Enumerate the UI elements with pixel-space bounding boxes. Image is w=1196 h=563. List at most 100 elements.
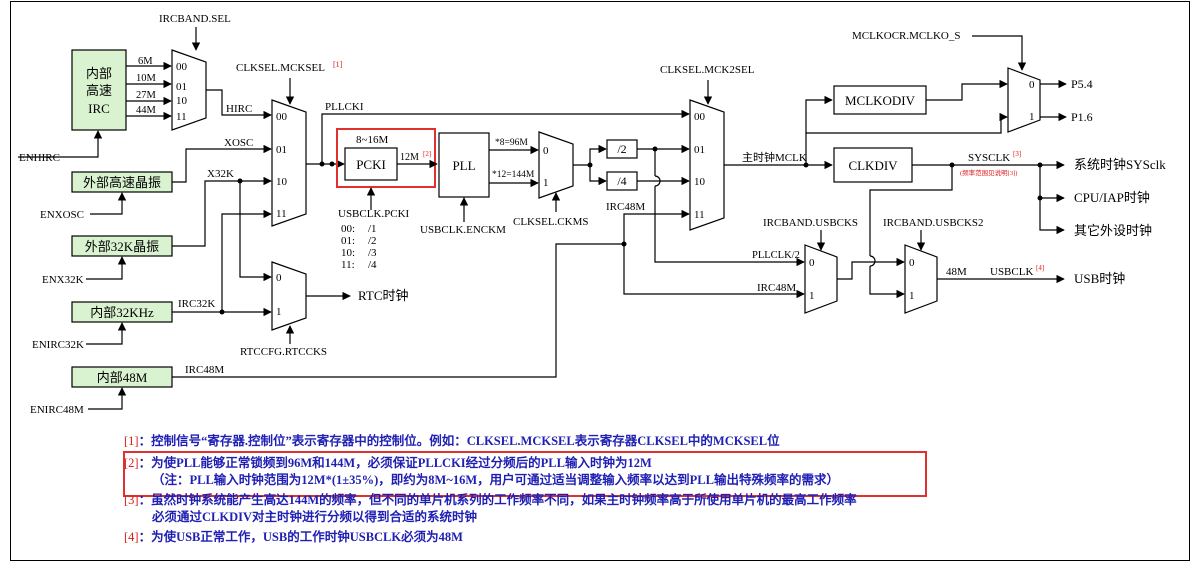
enhirc-label: ENHIRC [19,152,60,164]
irc32k-signal: IRC32K [178,298,215,310]
note-2-ref: [2] [124,455,139,470]
irc48m-signal: IRC48M [185,364,224,376]
xosc-label: 外部高速晶振 [83,175,161,190]
mclko-in-0: 0 [1029,79,1035,91]
note-3-text: ：虽然时钟系统能产生高达144M的频率，但不同的单片机系列的工作频率不同，如果主… [138,492,857,507]
xosc-signal: XOSC [224,137,253,149]
mcksel-mux: 00 01 10 11 CLKSEL.MCKSEL [1] HIRC XOSC … [172,60,343,315]
usbcks2-in-0: 0 [909,257,915,269]
pcki-div-2: /3 [368,247,377,259]
note-2-text: ：为使PLL能够正常锁频到96M和144M，必须保证PLLCKI经过分频后的PL… [138,455,652,470]
mclko-in-1: 1 [1029,111,1035,123]
pll-section: PLLCKI 8~16M PCKI 12M [2] USBCLK.PCKI 00… [306,101,690,271]
pll-label: PLL [452,158,475,173]
mclko-mux: 0 1 MCLKOCR.MCLKO_S P5.4 P1.6 [852,30,1093,133]
ircband-in-3: 11 [176,111,187,123]
pllclk2-signal: PLLCLK/2 [752,250,800,261]
mck2sel-mux: 00 01 10 11 CLKSEL.MCK2SEL [660,64,755,231]
irc48m-box: 内部48M [71,366,173,388]
irc32k-box: 内部32KHz [71,301,173,323]
clkdiv-label: CLKDIV [848,158,898,173]
ckms-in-1: 1 [543,177,549,189]
cpu-output: CPU/IAP时钟 [1074,190,1150,205]
ckms-label: CLKSEL.CKMS [513,216,589,228]
m48-signal: 48M [946,266,967,278]
div2-block: /2 [606,139,638,159]
div4-label: /4 [617,174,626,188]
irc48m-signal-b: IRC48M [606,201,645,213]
p54-output: P5.4 [1071,77,1093,91]
pll-x12-signal: *12=144M [492,170,535,180]
enirc48m-label: ENIRC48M [30,404,84,416]
mclkodiv-label: MCLKODIV [845,93,916,108]
mcksel-ref: [1] [333,60,343,69]
pcki-div-0: /1 [368,223,377,235]
mclkodiv-block: MCLKODIV [833,85,927,115]
x32k-label: 外部32K晶振 [85,239,159,254]
note-4-text: ：为使USB正常工作，USB的工作时钟USBCLK必须为48M [138,529,463,544]
mck2sel-label: CLKSEL.MCK2SEL [660,64,755,76]
mck2sel-in-3: 11 [694,209,705,221]
mcksel-in-1: 01 [276,144,287,156]
sysclk-output: 系统时钟SYSclk [1074,157,1166,172]
pcki-code-2: 10: [341,247,355,259]
hirc-signal: HIRC [226,103,252,115]
irc-freq-6m: 6M [138,56,153,67]
note-2: [2]：为使PLL能够正常锁频到96M和144M，必须保证PLLCKI经过分频后… [124,455,1184,473]
clkdiv-block: CLKDIV [833,147,913,183]
usbcks-label: IRCBAND.USBCKS [763,217,858,229]
sysclk-signal: SYSCLK [968,152,1010,164]
irc-box: 内部 高速 IRC [71,49,127,131]
diagram-frame [10,1,1190,561]
pcki-div-1: /2 [368,235,377,247]
note-3-line-2: 必须通过CLKDIV对主时钟进行分频以得到合适的系统时钟 [152,510,478,525]
usbclk-signal: USBCLK [990,266,1033,278]
irc-label-1: 内部 [86,66,112,81]
irc48m-signal-c: IRC48M [757,282,796,294]
note2-highlight [123,451,927,497]
irc48m-label: 内部48M [97,370,148,385]
note-3: [3]：虽然时钟系统能产生高达144M的频率，但不同的单片机系列的工作频率不同，… [124,492,1184,510]
mcksel-in-3: 11 [276,208,287,220]
irc-label-3: IRC [88,101,110,116]
irc-freq-44m: 44M [136,105,157,116]
ircband-in-1: 01 [176,81,187,93]
other-output: 其它外设时钟 [1074,223,1152,238]
enable-signals: ENHIRC ENXOSC ENX32K ENIRC32K ENIRC48M [18,130,127,416]
pllcki-signal: PLLCKI [325,101,364,113]
rtc-in-1: 1 [276,306,282,318]
ircband-in-2: 10 [176,95,188,107]
note-1: [1]：控制信号“寄存器.控制位”表示寄存器中的控制位。例如：CLKSEL.MC… [124,433,1184,451]
mck2sel-in-2: 10 [694,176,706,188]
rtc-output: RTC时钟 [358,288,409,303]
ckms-mux: 0 1 CLKSEL.CKMS [513,131,607,228]
p16-output: P1.6 [1071,110,1093,124]
enirc32k-label: ENIRC32K [32,339,84,351]
rtc-in-0: 0 [276,272,282,284]
pll-x8-signal: *8=96M [495,138,528,148]
mclk-signal: 主时钟MCLK [742,150,807,164]
note-2-line-2: （注：PLL输入时钟范围为12M*(1±35%)，即约为8M~16M，用户可通过… [152,473,839,488]
ircband-sel-label: IRCBAND.SEL [159,13,231,25]
m12-ref: [2] [423,150,431,158]
ircband-in-0: 00 [176,61,188,73]
note-4-ref: [4] [124,529,139,544]
pcki-label: PCKI [356,157,386,172]
note-1-ref: [1] [124,434,139,448]
usbcks-in-1: 1 [809,290,815,302]
mck2sel-in-1: 01 [694,144,705,156]
div2-label: /2 [617,142,626,156]
usbcks-in-0: 0 [809,257,815,269]
pll-ctrl: USBCLK.ENCKM [420,224,506,236]
note-1-text: ：控制信号“寄存器.控制位”表示寄存器中的控制位。例如：CLKSEL.MCKSE… [138,434,780,448]
footnotes: [1]：控制信号“寄存器.控制位”表示寄存器中的控制位。例如：CLKSEL.MC… [124,433,1184,547]
note-4: [4]：为使USB正常工作，USB的工作时钟USBCLK必须为48M [124,529,1184,547]
m12-signal: 12M [400,152,419,163]
pcki-code-0: 00: [341,223,355,235]
irc-freq-27m: 27M [136,90,157,101]
x32k-box: 外部32K晶振 [71,235,173,257]
x32k-signal: X32K [207,168,234,180]
usbclk-ref: [4] [1036,264,1044,272]
mcksel-in-0: 00 [276,111,288,123]
